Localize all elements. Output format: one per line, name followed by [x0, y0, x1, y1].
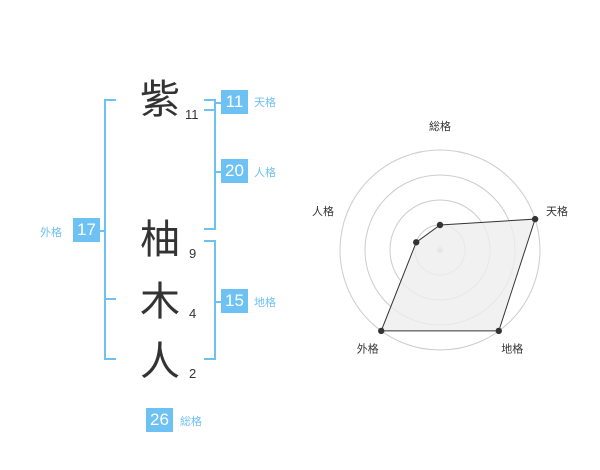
tenkaku-label: 天格	[254, 96, 276, 109]
gaikaku-connector	[100, 230, 106, 232]
radar-point-0	[436, 221, 444, 229]
jinkaku-connector	[214, 171, 221, 173]
name-char-1: 紫	[140, 77, 180, 123]
radar-ring	[339, 149, 541, 351]
jinkaku-bracket	[204, 109, 216, 230]
chikaku-connector	[214, 301, 221, 303]
radar-axis-label-4: 人格	[312, 204, 334, 218]
soukaku-label: 総格	[180, 415, 202, 428]
name-char-2: 柚	[140, 217, 180, 263]
radar-point-2	[495, 327, 502, 335]
jinkaku-value: 20	[221, 159, 248, 183]
radar-data-polygon	[380, 218, 536, 332]
radar-axis-label-0: 総格	[429, 119, 451, 133]
name-char-4: 人	[140, 339, 180, 385]
gaikaku-bracket-tick	[104, 298, 116, 300]
radar-point-4	[413, 239, 420, 246]
gaikaku-bracket	[104, 99, 116, 360]
jinkaku-label: 人格	[254, 166, 276, 179]
name-char-1-strokes: 11	[185, 107, 199, 122]
name-char-3: 木	[140, 279, 180, 325]
gaikaku-value: 17	[73, 218, 100, 242]
tenkaku-connector	[214, 102, 221, 104]
chikaku-bracket	[204, 240, 216, 360]
radar-axis-label-2: 地格	[501, 342, 523, 356]
radar-axis-label-3: 外格	[357, 342, 379, 356]
name-char-2-strokes: 9	[189, 246, 197, 261]
chikaku-label: 地格	[254, 296, 276, 309]
radar-point-1	[531, 215, 539, 223]
name-char-3-strokes: 4	[189, 306, 197, 321]
radar-axis-label-1: 天格	[546, 204, 568, 218]
radar-point-3	[378, 327, 385, 335]
name-char-4-strokes: 2	[189, 366, 197, 381]
soukaku-value: 26	[146, 408, 173, 432]
chikaku-value: 15	[221, 289, 248, 313]
tenkaku-value: 11	[221, 90, 248, 114]
gaikaku-label: 外格	[40, 226, 62, 239]
